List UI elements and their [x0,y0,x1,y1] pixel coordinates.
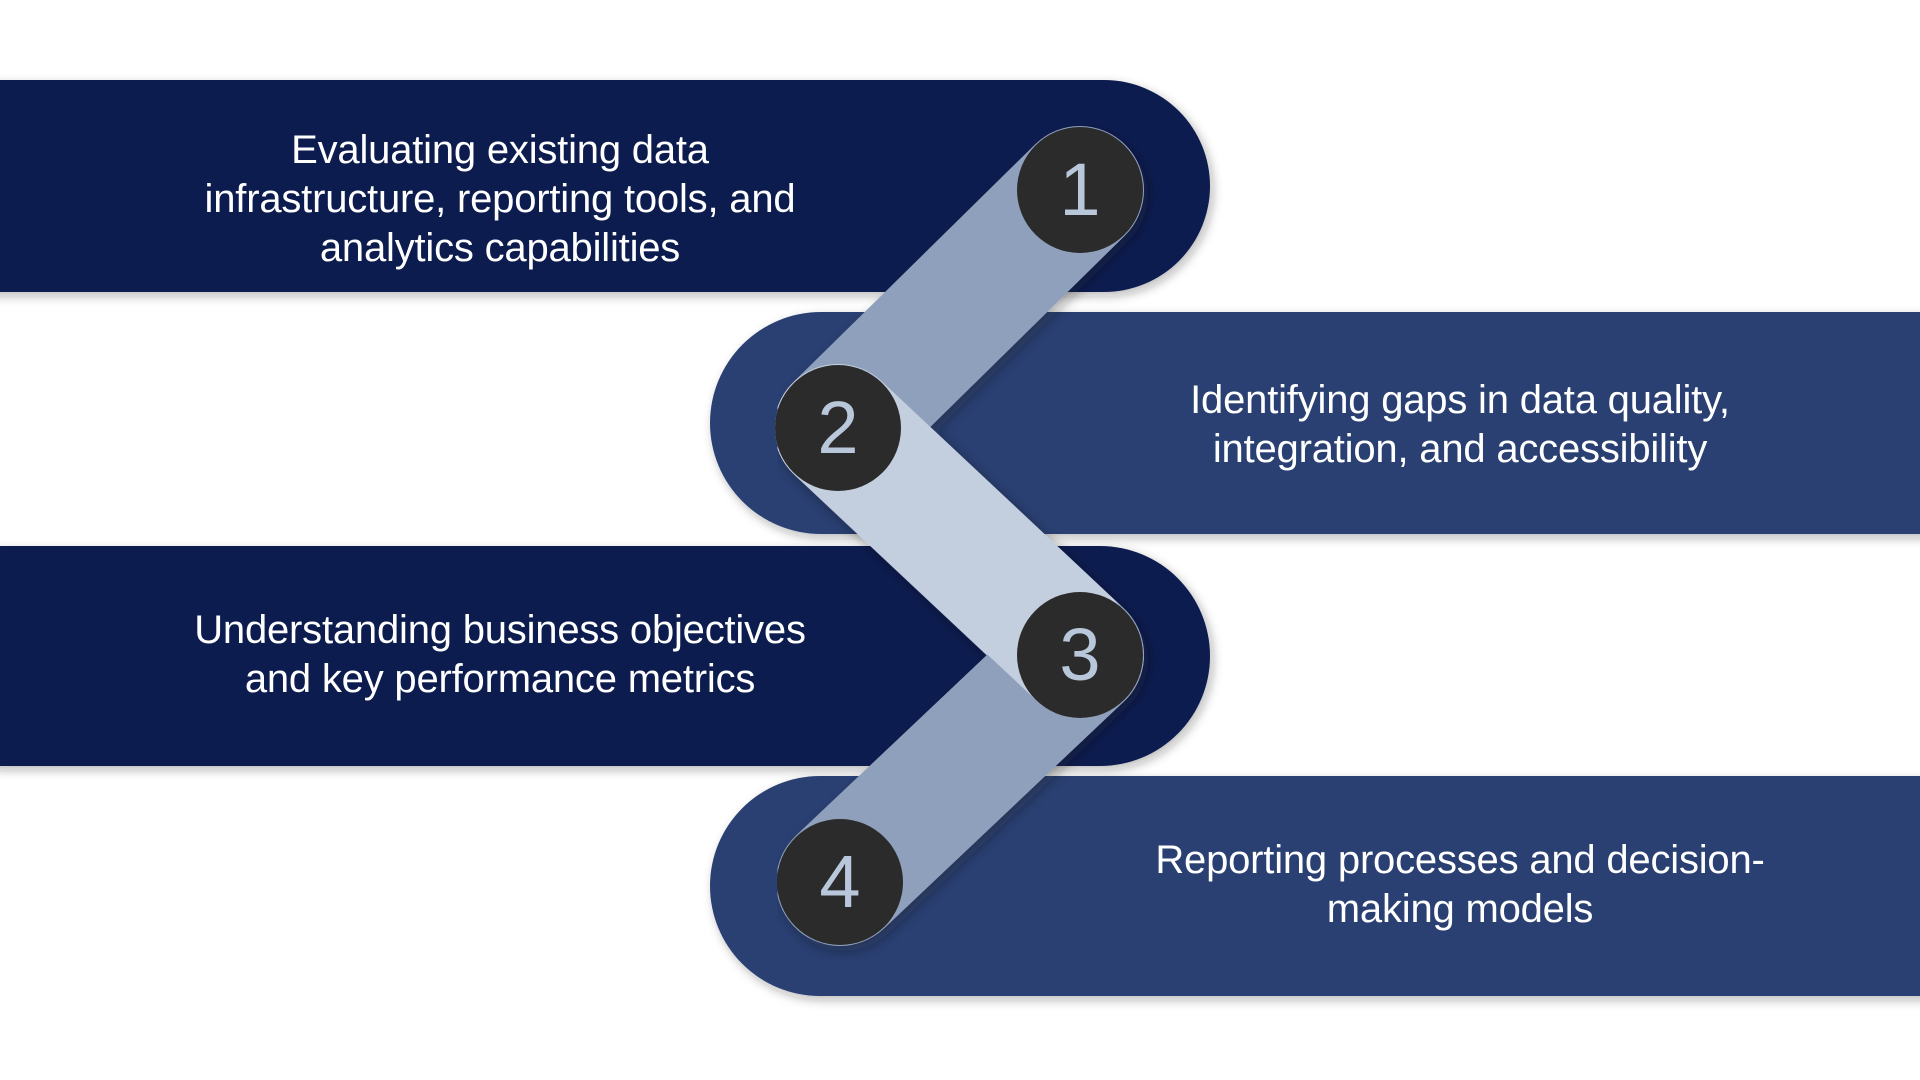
step-circle-3[interactable] [1017,592,1143,718]
step-bar-1[interactable] [0,80,1210,292]
step-circle-1[interactable] [1017,127,1143,253]
step-number-2: 2 [817,386,859,469]
step-number-3: 3 [1059,613,1101,696]
step-number-4: 4 [819,840,861,923]
step-number-1: 1 [1059,148,1101,231]
step-circle-2[interactable] [775,365,901,491]
step-bar-4[interactable] [710,776,1920,996]
step-circle-4[interactable] [777,819,903,945]
step-bar-2[interactable] [710,312,1920,534]
step-bar-3[interactable] [0,546,1210,766]
